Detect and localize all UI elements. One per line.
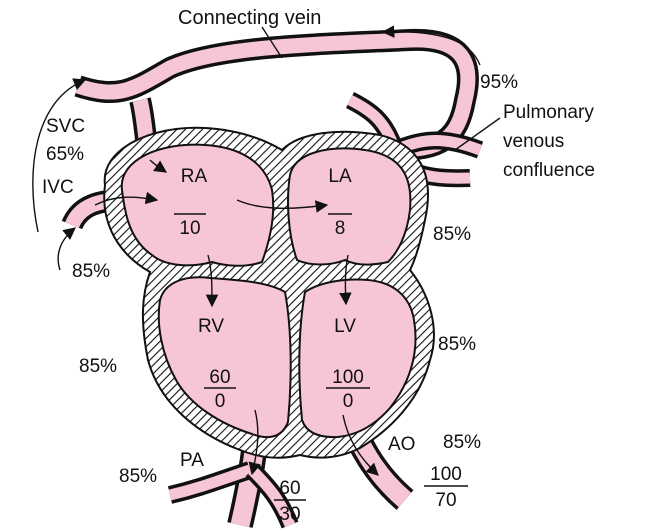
svc-label: SVC (46, 116, 85, 137)
ra-label: RA (181, 166, 208, 187)
ao-label: AO (388, 434, 415, 455)
right-ventricle (159, 277, 291, 437)
pulmonary-label-3: confluence (503, 160, 595, 181)
ao-pressure-diastolic: 70 (435, 490, 456, 511)
pulmonary-label-2: venous (503, 131, 564, 152)
ivc-label: IVC (42, 177, 74, 198)
svc-saturation: 65% (46, 144, 84, 165)
lv-label: LV (334, 316, 356, 337)
lv-right-saturation: 85% (438, 334, 476, 355)
vein-saturation: 95% (480, 72, 518, 93)
la-right-saturation: 85% (433, 224, 471, 245)
ao-pressure-systolic: 100 (430, 464, 462, 485)
ra-pressure: 10 (179, 218, 200, 239)
la-label: LA (328, 166, 352, 187)
ao-saturation: 85% (443, 432, 481, 453)
la-pressure: 8 (335, 218, 346, 239)
rv-left-saturation: 85% (79, 356, 117, 377)
lv-pressure-diastolic: 0 (343, 391, 354, 412)
rv-pressure-systolic: 60 (209, 367, 230, 388)
pa-pressure-diastolic: 30 (279, 504, 300, 525)
right-atrium (122, 145, 274, 266)
pa-label: PA (180, 450, 204, 471)
pulmonary-label-1: Pulmonary (503, 102, 594, 123)
pa-pressure-systolic: 60 (279, 478, 300, 499)
rv-pressure-diastolic: 0 (215, 391, 226, 412)
ivc-saturation: 85% (72, 261, 110, 282)
rv-label: RV (198, 316, 224, 337)
connecting-vein-label: Connecting vein (178, 7, 321, 29)
lv-pressure-systolic: 100 (332, 367, 364, 388)
pa-left-saturation: 85% (119, 466, 157, 487)
